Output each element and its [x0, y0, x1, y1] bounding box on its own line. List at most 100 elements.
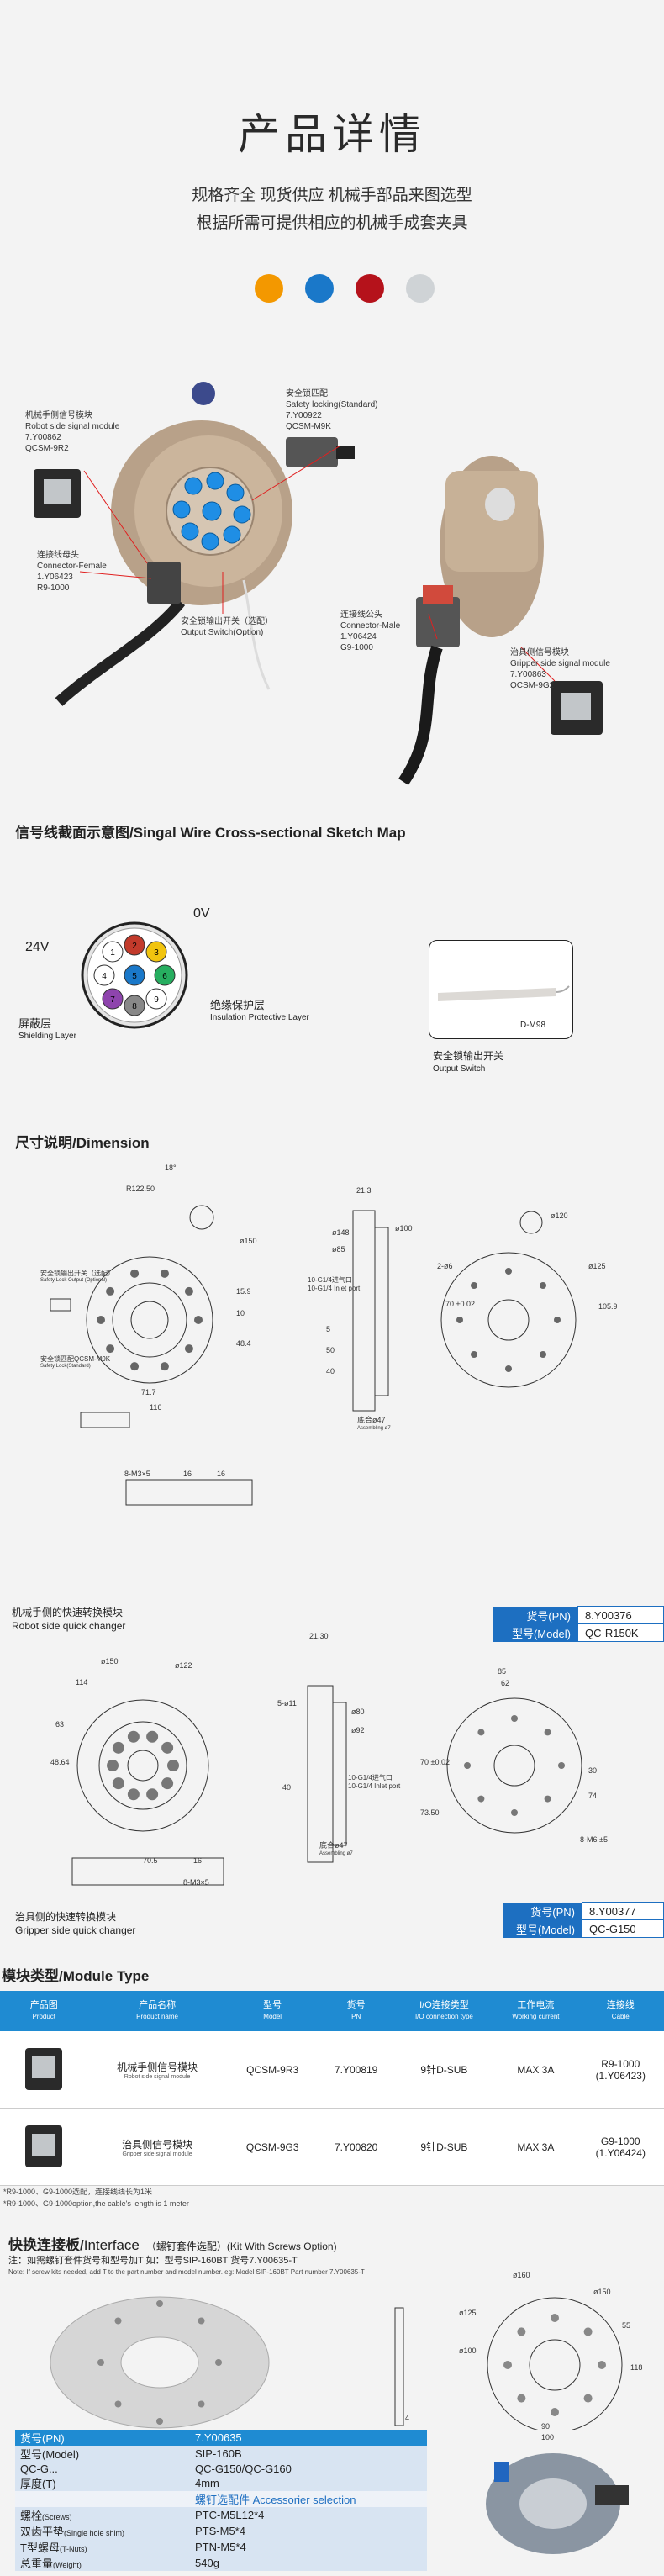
cable-cell: G9-1000(1.Y06424): [577, 2108, 664, 2186]
section-heading-extra: （螺钉套件选配）(Kit With Screws Option): [145, 2241, 337, 2252]
port-hole: [146, 1788, 159, 1801]
model-key: 型号(Model): [503, 1919, 582, 1938]
section-heading-cn: 尺寸说明/: [15, 1135, 76, 1151]
label-line: 绝缘保护层: [210, 999, 266, 1011]
bolt-hole: [511, 1809, 518, 1816]
label-line: Safety Lock Output (Optional): [40, 1278, 108, 1283]
dim-o150: ø150: [240, 1237, 257, 1245]
bolt-hole: [97, 2359, 104, 2366]
spec-key: 螺栓(Screws): [15, 2507, 190, 2523]
label-line: 安全锁输出开关（选配）: [40, 1270, 114, 1277]
port-hole: [184, 1344, 193, 1354]
bolt-hole: [198, 2317, 205, 2325]
color-swatch-grey[interactable]: [406, 274, 435, 303]
label-line: Insulation Protective Layer: [210, 1013, 309, 1022]
i-dim-55: 55: [622, 2321, 631, 2330]
dim-116: 116: [150, 1403, 162, 1412]
gripper-changer-pn-table: 货号(PN)8.Y00377 型号(Model)QC-G150: [503, 1902, 664, 1938]
bolt-hole: [156, 2418, 163, 2425]
section-heading-en: Singal Wire Cross-sectional Sketch Map: [133, 825, 406, 841]
pn-key: 货号(PN): [503, 1902, 582, 1920]
label-line: 7.Y00862: [25, 433, 61, 442]
dim-70: 70 ±0.02: [445, 1300, 475, 1308]
g-dim-16: 16: [193, 1856, 203, 1865]
bolt-hole: [540, 1281, 547, 1289]
label-line: Connector-Male: [340, 621, 401, 631]
color-swatch-orange[interactable]: [255, 274, 283, 303]
bolt-hole: [456, 1317, 463, 1323]
i-dim-o125: ø125: [459, 2309, 477, 2317]
dim-o120: ø120: [551, 1211, 568, 1220]
product-photo: [34, 382, 603, 785]
note-cn: *R9-1000、G9-1000选配，连接线线长为1米: [3, 2188, 153, 2196]
section-dimension-heading: 尺寸说明/Dimension: [15, 1131, 150, 1152]
label-line: 7.Y00863: [510, 670, 546, 679]
color-swatch-red[interactable]: [356, 274, 384, 303]
color-options: [255, 274, 435, 303]
port-hole: [107, 1760, 119, 1771]
bolt-hole: [464, 1762, 471, 1769]
cable-model: G9-1000: [600, 2135, 640, 2147]
bolt-hole: [551, 2314, 559, 2322]
dim-o100: ø100: [395, 1224, 413, 1233]
dim-50: 50: [326, 1346, 335, 1354]
th-en: PN: [351, 2013, 361, 2020]
port-hole: [130, 1269, 140, 1278]
model-cell: QCSM-9G3: [226, 2108, 319, 2186]
g-dim-70: 70 ±0.02: [420, 1758, 450, 1766]
dim-o85: ø85: [332, 1245, 345, 1254]
shield-layer-label: 屏蔽层 Shielding Layer: [18, 1017, 76, 1043]
section-heading-cn: 快换连接板/: [8, 2237, 84, 2253]
port-hole: [127, 1788, 140, 1801]
bolt-hole: [505, 1365, 512, 1372]
wire-core-number: 9: [154, 995, 159, 1005]
dim-r122: R122.50: [126, 1185, 155, 1193]
product-image: [0, 2108, 88, 2186]
g-dim-62: 62: [501, 1679, 510, 1687]
th-cn: 产品名称: [139, 2000, 177, 2010]
cable-model: R9-1000: [601, 2057, 640, 2070]
pn-cell: 7.Y00820: [318, 2108, 394, 2186]
g-dim-48-64: 48.64: [50, 1758, 70, 1766]
g-inlet-port: 10-G1/4进气口 10-G1/4 Inlet port: [348, 1774, 400, 1791]
port-hole: [161, 1741, 174, 1754]
th-en: Product: [32, 2013, 56, 2020]
note-en: *R9-1000、G9-1000option,the cable's lengt…: [3, 2199, 189, 2208]
bolt-hole: [554, 1317, 561, 1323]
subtitle-line-2: 根据所需可提供相应的机械手成套夹具: [196, 214, 468, 232]
dim-71-7: 71.7: [141, 1388, 156, 1396]
spec-row: 厚度(T)4mm: [15, 2475, 427, 2491]
th-en: Product name: [136, 2013, 178, 2020]
color-swatch-blue[interactable]: [305, 274, 334, 303]
robot-module-label: 机械手侧信号模块 Robot side signal module 7.Y008…: [25, 410, 119, 454]
current-cell: MAX 3A: [494, 2108, 577, 2186]
section-heading-cn: 信号线截面示意图/: [15, 825, 134, 841]
wire-0v-label: 0V: [193, 906, 210, 921]
bolt-hole: [583, 2394, 593, 2403]
port-hole: [160, 1362, 169, 1371]
dim-5: 5: [326, 1325, 331, 1333]
dim-105-9: 105.9: [598, 1302, 618, 1311]
port-hole: [184, 1286, 193, 1296]
wire-core: [145, 941, 167, 963]
bolt-hole: [583, 2327, 593, 2336]
wire-core-number: 2: [132, 942, 137, 951]
interface-note-en: Note: If screw kits needed, add T to the…: [8, 2268, 365, 2276]
dim-2-o6: 2-ø6: [437, 1262, 453, 1270]
wire-core: [102, 988, 124, 1010]
label-line: 安全锁输出开关: [433, 1050, 504, 1062]
dim-angle: 18°: [165, 1164, 177, 1172]
inlet-port-label: 10-G1/4进气口 10-G1/4 Inlet port: [308, 1276, 360, 1293]
spec-row: 型号(Model)SIP-160B: [15, 2446, 427, 2462]
dim-16a: 16: [183, 1470, 192, 1478]
label-line: Safety locking(Standard): [286, 400, 378, 409]
section-interface-heading: 快换连接板/Interface（螺钉套件选配）(Kit With Screws …: [8, 2233, 337, 2254]
port-hole: [194, 1316, 203, 1324]
label-line: 7.Y00922: [286, 411, 322, 420]
label-line: Output Switch: [433, 1064, 486, 1074]
interface-spec-table: 货号(PN)7.Y00635 型号(Model)SIP-160B QC-G...…: [15, 2430, 427, 2571]
